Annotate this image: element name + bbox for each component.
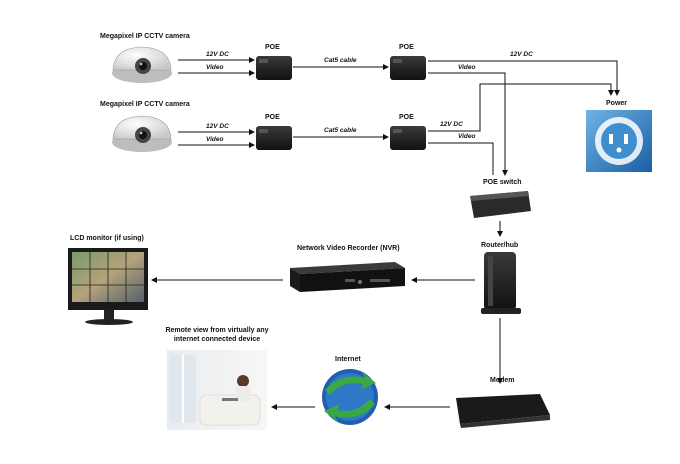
poe-injector-b1-icon	[390, 56, 426, 80]
internet-globe-icon	[322, 369, 378, 425]
dc-in-2-label: 12V DC	[206, 123, 229, 130]
poe-b1-label: POE	[399, 44, 414, 51]
remote-label-line-2: internet connected device	[173, 336, 261, 343]
remote-label-line-1: Remote view from virtually any	[165, 327, 269, 334]
video-in-1-label: Video	[206, 64, 224, 71]
camera-1-label: Megapixel IP CCTV camera	[100, 33, 190, 40]
dc-in-1-label: 12V DC	[206, 51, 229, 58]
power-outlet-icon	[586, 110, 652, 172]
router-label: Router/hub	[481, 242, 519, 249]
poe-injector-b2-icon	[390, 126, 426, 150]
dc-out-1-label: 12V DC	[510, 51, 533, 58]
dc-out-2-label: 12V DC	[440, 121, 463, 128]
poe-switch-icon	[470, 191, 531, 218]
poe-b2-label: POE	[399, 114, 414, 121]
modem-icon	[456, 394, 550, 428]
remote-view-photo	[167, 350, 267, 430]
poe-injector-a2-icon	[256, 126, 292, 150]
video-out-2-label: Video	[458, 133, 476, 140]
nvr-label: Network Video Recorder (NVR)	[297, 245, 400, 252]
camera-1-icon	[112, 46, 172, 83]
power-label: Power	[606, 100, 628, 107]
video-in-2-label: Video	[206, 136, 224, 143]
internet-label: Internet	[335, 356, 361, 363]
modem-label: Modem	[490, 377, 515, 384]
lcd-monitor-icon	[68, 248, 148, 325]
video-out-1-label: Video	[458, 64, 476, 71]
camera-2-icon	[112, 115, 172, 152]
poe-injector-a1-icon	[256, 56, 292, 80]
poe-a2-label: POE	[265, 114, 280, 121]
nvr-icon	[290, 262, 405, 292]
cable-1-label: Cat5 cable	[324, 57, 357, 64]
connection-lines	[151, 57, 620, 410]
camera-2-label: Megapixel IP CCTV camera	[100, 101, 190, 108]
poe-a1-label: POE	[265, 44, 280, 51]
cable-2-label: Cat5 cable	[324, 127, 357, 134]
poe-switch-label: POE switch	[483, 179, 522, 186]
router-hub-icon	[481, 252, 521, 314]
lcd-label: LCD monitor (if using)	[70, 235, 144, 242]
